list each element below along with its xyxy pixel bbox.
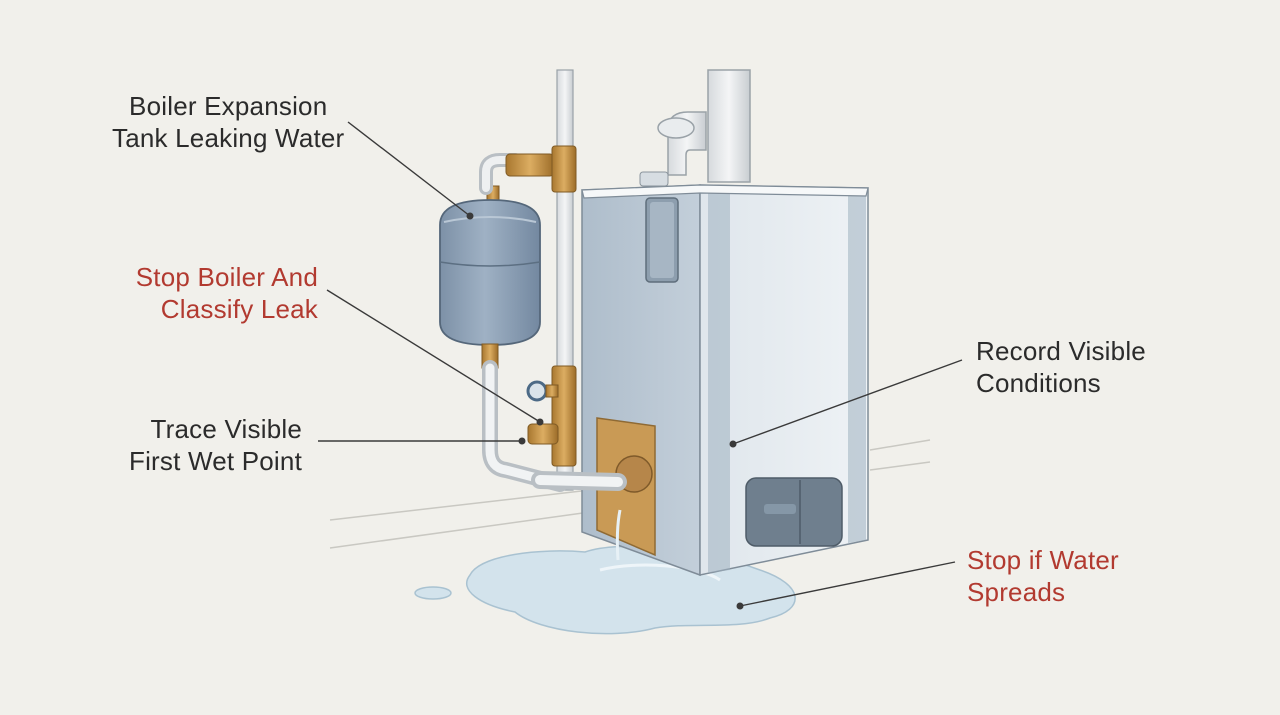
callout-line: Record Visible	[976, 336, 1146, 366]
callout-stop-spreads: Stop if Water Spreads	[967, 544, 1119, 608]
callout-expansion-tank: Boiler Expansion Tank Leaking Water	[112, 90, 344, 154]
boiler-cabinet	[581, 171, 869, 577]
callout-line: Stop if Water	[967, 545, 1119, 575]
floor-lines	[329, 439, 931, 549]
leader-lines	[318, 121, 963, 607]
callout-line: Conditions	[976, 368, 1101, 398]
callout-line: Tank Leaking Water	[112, 123, 345, 153]
callout-line: First Wet Point	[128, 446, 302, 476]
leader-record-conditions	[732, 359, 963, 445]
callout-record-conditions: Record Visible Conditions	[976, 335, 1146, 399]
leader-endpoints	[466, 212, 744, 610]
callout-line: Boiler Expansion	[129, 91, 328, 121]
flue-pipe	[657, 69, 751, 183]
callout-stop-classify: Stop Boiler And Classify Leak	[112, 261, 318, 325]
callout-trace-wet-point: Trace Visible First Wet Point	[110, 413, 302, 477]
expansion-tank	[439, 185, 541, 369]
tank-connection-pipes	[479, 145, 627, 492]
callout-line: Trace Visible	[150, 414, 302, 444]
leader-stop-classify	[326, 289, 541, 423]
callout-line: Classify Leak	[160, 294, 318, 324]
callout-line: Spreads	[967, 577, 1066, 607]
leader-expansion-tank	[347, 121, 471, 217]
leader-stop-spreads	[739, 561, 956, 607]
callout-line: Stop Boiler And	[135, 262, 318, 292]
